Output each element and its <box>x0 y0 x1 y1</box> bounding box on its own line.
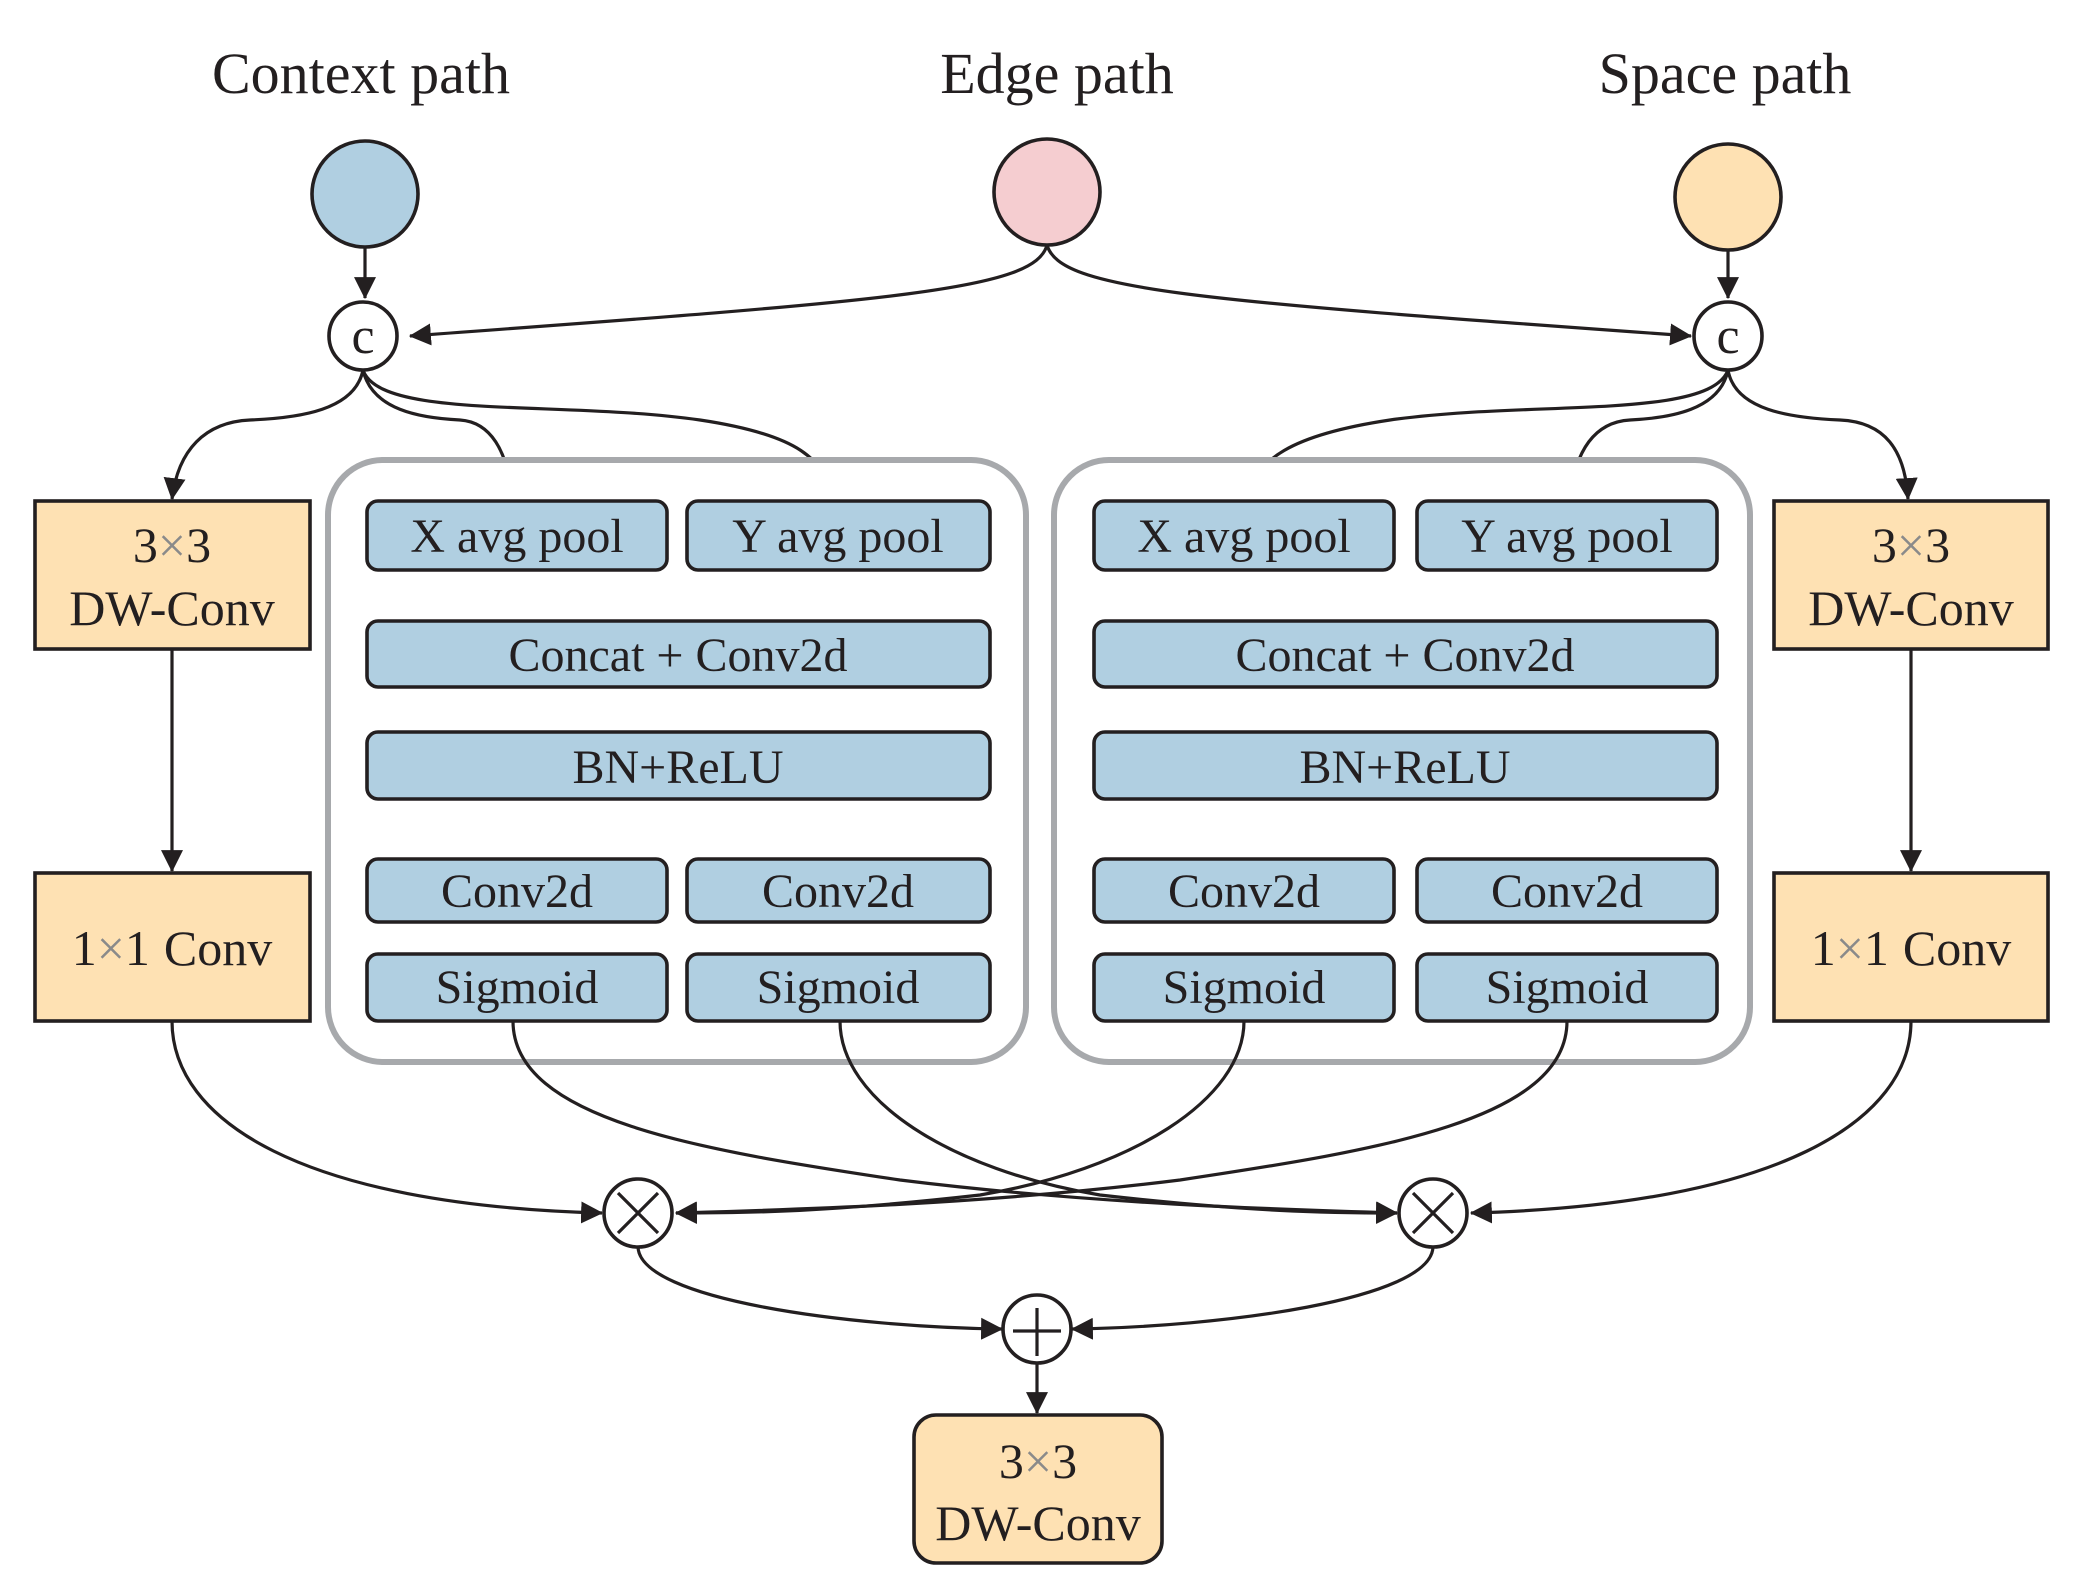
left-concat-conv2d-block: Concat + Conv2d <box>365 619 992 689</box>
wire-left-pwconv-to-left-multiply <box>170 1020 604 1224</box>
wire-right-multiply-to-add <box>1070 1246 1435 1340</box>
block-label: X avg pool <box>410 510 623 563</box>
add-node <box>1001 1293 1073 1365</box>
right-attention-module: X avg pool Y avg pool Concat + Conv2d BN… <box>1051 457 1753 1065</box>
conv-label: Conv <box>164 920 272 976</box>
right-bn-relu-block: BN+ReLU <box>1092 730 1719 801</box>
kernel-size: 3 <box>1872 517 1897 573</box>
multiply-symbol <box>1411 1191 1455 1235</box>
wire-right-pwconv-to-right-multiply <box>1469 1020 1913 1224</box>
right-sigmoid-b-block: Sigmoid <box>1415 952 1719 1023</box>
block-label: X avg pool <box>1137 510 1350 563</box>
times-sign: × <box>1897 517 1925 573</box>
kernel-size: 3 <box>999 1433 1024 1489</box>
right-conv2d-a-block: Conv2d <box>1092 857 1396 924</box>
left-bn-relu-block: BN+ReLU <box>365 730 992 801</box>
block-label: Concat + Conv2d <box>508 629 847 682</box>
context-path-title: Context path <box>212 41 510 106</box>
block-label: Conv2d <box>762 865 914 918</box>
right-x-avg-pool-block: X avg pool <box>1092 499 1396 572</box>
kernel-size: 1 <box>125 920 150 976</box>
times-sign: × <box>97 920 125 976</box>
wire-left-multiply-to-add <box>636 1246 1004 1340</box>
left-sigmoid-b-block: Sigmoid <box>685 952 992 1023</box>
dwconv-label: DW-Conv <box>69 580 275 636</box>
block-label: Conv2d <box>1491 865 1643 918</box>
left-sigmoid-a-block: Sigmoid <box>365 952 669 1023</box>
left-multiply-node <box>602 1177 674 1249</box>
space-input-node <box>1673 142 1783 252</box>
block-label: BN+ReLU <box>572 741 783 794</box>
output-dwconv-block: 3×3 DW-Conv <box>912 1413 1164 1565</box>
wire-left-concat-to-dwconv <box>163 369 365 501</box>
left-attention-module: X avg pool Y avg pool Concat + Conv2d BN… <box>325 457 1029 1065</box>
svg-text:3×3: 3×3 <box>133 517 211 573</box>
left-dwconv-block: 3×3 DW-Conv <box>33 499 312 651</box>
svg-text:3×3: 3×3 <box>999 1433 1077 1489</box>
concat-symbol: c <box>351 308 374 365</box>
kernel-size: 3 <box>1925 517 1950 573</box>
left-conv2d-a-block: Conv2d <box>365 857 669 924</box>
kernel-size: 1 <box>1864 920 1889 976</box>
context-input-node <box>310 139 420 249</box>
left-conv2d-b-block: Conv2d <box>685 857 992 924</box>
right-sigmoid-a-block: Sigmoid <box>1092 952 1396 1023</box>
kernel-size: 1 <box>72 920 97 976</box>
concat-symbol: c <box>1716 308 1739 365</box>
right-y-avg-pool-block: Y avg pool <box>1415 499 1719 572</box>
block-label: Concat + Conv2d <box>1235 629 1574 682</box>
edge-input-node <box>992 137 1102 247</box>
wire-edge-to-right-concat <box>1045 244 1693 346</box>
wire-right-sigmoid-b-to-left-multiply <box>674 1020 1569 1224</box>
left-y-avg-pool-block: Y avg pool <box>685 499 992 572</box>
block-label: Sigmoid <box>757 961 920 1014</box>
conv-label: Conv <box>1903 920 2011 976</box>
kernel-size: 3 <box>1052 1433 1077 1489</box>
wire-right-concat-to-dwconv <box>1726 369 1918 501</box>
right-dwconv-block: 3×3 DW-Conv <box>1772 499 2050 651</box>
block-label: Sigmoid <box>1163 961 1326 1014</box>
left-x-avg-pool-block: X avg pool <box>365 499 669 572</box>
space-path-title: Space path <box>1599 41 1852 106</box>
kernel-size: 1 <box>1811 920 1836 976</box>
block-label: Sigmoid <box>436 961 599 1014</box>
kernel-size: 3 <box>186 517 211 573</box>
times-sign: × <box>1024 1433 1052 1489</box>
kernel-size: 3 <box>133 517 158 573</box>
block-label: Conv2d <box>1168 865 1320 918</box>
wire-left-sigmoid-b-to-right-multiply <box>838 1020 1399 1224</box>
right-conv2d-b-block: Conv2d <box>1415 857 1719 924</box>
block-label: Y avg pool <box>732 510 944 563</box>
right-concat-node: c <box>1692 300 1764 372</box>
block-label: Sigmoid <box>1486 961 1649 1014</box>
svg-text:3×3: 3×3 <box>1872 517 1950 573</box>
times-sign: × <box>1836 920 1864 976</box>
add-symbol <box>1013 1308 1061 1356</box>
multiply-symbol <box>616 1191 660 1235</box>
dwconv-label: DW-Conv <box>935 1495 1141 1551</box>
right-multiply-node <box>1397 1177 1469 1249</box>
edge-path-title: Edge path <box>940 41 1174 106</box>
dwconv-label: DW-Conv <box>1808 580 2014 636</box>
block-label: BN+ReLU <box>1299 741 1510 794</box>
block-label: Conv2d <box>441 865 593 918</box>
block-label: Y avg pool <box>1461 510 1673 563</box>
right-concat-conv2d-block: Concat + Conv2d <box>1092 619 1719 689</box>
wire-edge-to-left-concat <box>408 244 1049 346</box>
times-sign: × <box>158 517 186 573</box>
left-concat-node: c <box>327 300 399 372</box>
